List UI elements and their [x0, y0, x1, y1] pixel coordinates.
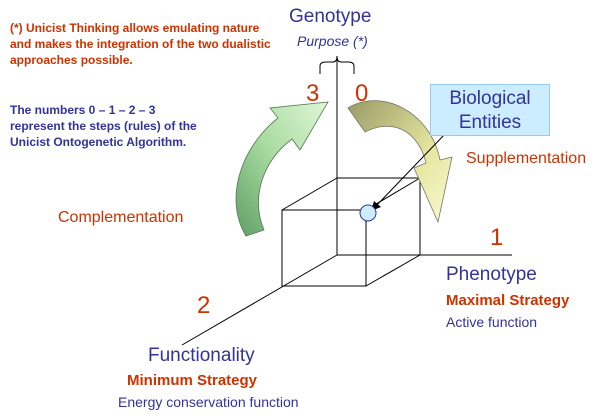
- complementation-label: Complementation: [58, 209, 184, 226]
- functionality-function: Energy conservation function: [118, 394, 299, 410]
- step-0-label: 0: [355, 80, 369, 107]
- biological-entities-box: Biological Entities: [430, 84, 550, 136]
- cube-edge: [281, 177, 338, 211]
- biological-entities-line2: Entities: [458, 112, 522, 133]
- biological-entities-line1: Biological: [449, 88, 531, 109]
- diagonal-axis: [181, 254, 338, 346]
- cube-front-face: [281, 209, 367, 287]
- step-3-label: 3: [306, 80, 320, 107]
- step-1-label: 1: [490, 224, 504, 251]
- cube-edge: [365, 254, 421, 287]
- phenotype-function: Active function: [446, 314, 538, 330]
- node-circle: [359, 204, 377, 222]
- genotype-subtitle: Purpose (*): [297, 33, 368, 49]
- supplementation-arrow: [347, 100, 453, 224]
- phenotype-strategy: Maximal Strategy: [446, 292, 570, 309]
- complementation-arrow: [235, 101, 329, 237]
- pointer-line: [374, 133, 446, 208]
- unicist-thinking-note: (*) Unicist Thinking allows emulating na…: [10, 21, 271, 67]
- phenotype-title: Phenotype: [446, 264, 537, 285]
- genotype-title: Genotype: [289, 6, 372, 27]
- step-2-label: 2: [197, 292, 211, 319]
- functionality-title: Functionality: [148, 345, 255, 366]
- steps-note: The numbers 0 – 1 – 2 – 3 represent the …: [10, 103, 197, 149]
- supplementation-label: Supplementation: [466, 150, 587, 167]
- genotype-brace: [319, 55, 355, 74]
- functionality-strategy: Minimum Strategy: [127, 372, 258, 389]
